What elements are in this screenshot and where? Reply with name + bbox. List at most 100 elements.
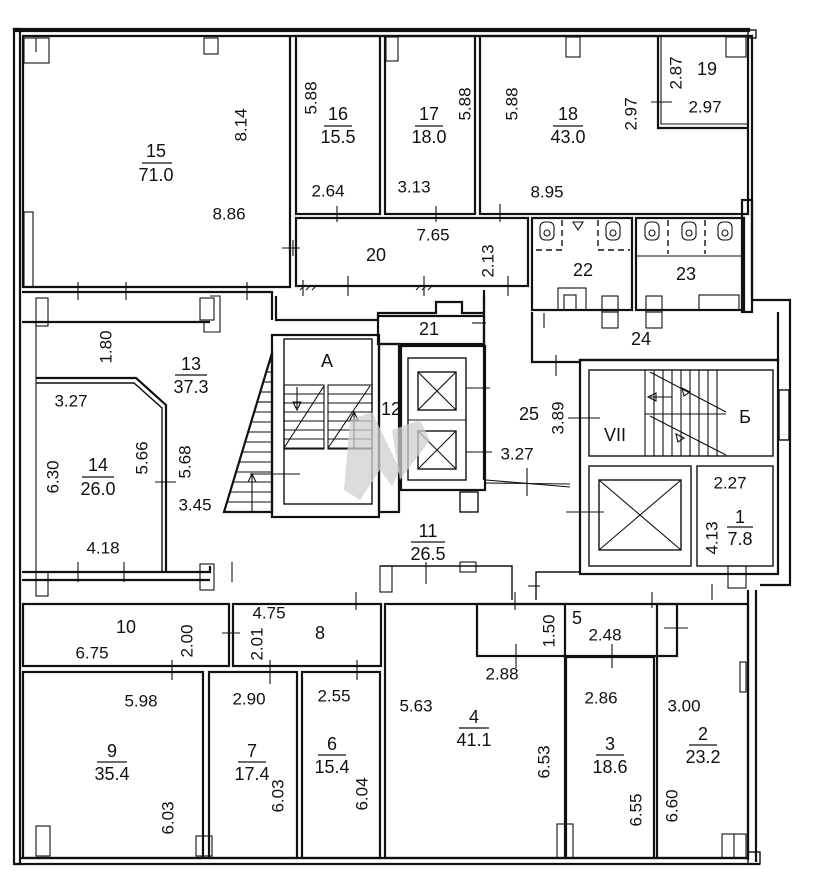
dimension-label: 7.65 bbox=[416, 225, 449, 244]
stair-b-walls bbox=[568, 358, 780, 576]
dimension-label: 2.27 bbox=[713, 473, 746, 492]
dimension-label: 2.86 bbox=[584, 688, 617, 707]
room-number: 22 bbox=[573, 260, 593, 280]
dimension-label: 2.90 bbox=[232, 689, 265, 708]
room-number: 12 bbox=[381, 399, 401, 419]
room-area: 35.4 bbox=[94, 764, 129, 784]
room-area: 43.0 bbox=[550, 127, 585, 147]
restroom-walls bbox=[530, 198, 754, 329]
room-19-walls bbox=[651, 36, 748, 130]
room-number: 8 bbox=[315, 623, 325, 643]
room-1-walls bbox=[696, 465, 774, 600]
dimension-label: 3.13 bbox=[397, 177, 430, 196]
dimension-label: 2.13 bbox=[478, 244, 497, 277]
dimension-label: 3.00 bbox=[667, 696, 700, 715]
room-number: 25 bbox=[519, 404, 539, 424]
room-number: 20 bbox=[366, 245, 386, 265]
room-9-walls bbox=[21, 670, 213, 860]
dimension-label: 6.03 bbox=[158, 801, 177, 834]
room-15-walls bbox=[21, 37, 300, 289]
dimension-label: 6.04 bbox=[352, 777, 371, 810]
room-number: 10 bbox=[116, 617, 136, 637]
dimension-label: 2.97 bbox=[621, 97, 640, 130]
room-number: 18 bbox=[558, 104, 578, 124]
room-number: 5 bbox=[572, 608, 582, 628]
stair-label: Б bbox=[739, 407, 751, 427]
room-20-walls bbox=[294, 216, 530, 296]
dimension-label: 5.88 bbox=[301, 81, 320, 114]
room-area: 15.5 bbox=[320, 127, 355, 147]
dimension-label: 4.13 bbox=[702, 521, 721, 554]
stair-label: A bbox=[321, 351, 333, 371]
dimension-label: 6.55 bbox=[626, 793, 645, 826]
dimension-label: 2.01 bbox=[247, 627, 266, 660]
room-number: 21 bbox=[419, 319, 439, 339]
room-area: 15.4 bbox=[314, 757, 349, 777]
room-number: 14 bbox=[88, 455, 108, 475]
dimension-label: 6.53 bbox=[534, 745, 553, 778]
room-17-walls bbox=[383, 34, 477, 222]
dimension-label: 2.97 bbox=[688, 97, 721, 116]
dimension-label: 6.75 bbox=[75, 643, 108, 662]
dimension-label: 5.88 bbox=[502, 87, 521, 120]
room-number: 16 bbox=[328, 104, 348, 124]
dimension-label: 8.95 bbox=[530, 182, 563, 201]
room-number: 11 bbox=[419, 521, 438, 541]
room-25-walls bbox=[482, 290, 571, 496]
room-number: 7 bbox=[247, 741, 257, 761]
room-area: 26.0 bbox=[80, 479, 115, 499]
dimension-label: 5.63 bbox=[399, 696, 432, 715]
dimension-label: 2.87 bbox=[666, 56, 685, 89]
room-number: 15 bbox=[146, 141, 166, 161]
room-area: 17.4 bbox=[234, 764, 269, 784]
room-16-walls bbox=[294, 34, 382, 222]
room-area: 26.5 bbox=[410, 544, 445, 564]
stair-left-treads bbox=[222, 352, 300, 514]
dimension-label: 3.27 bbox=[54, 391, 87, 410]
room-12-walls bbox=[377, 342, 401, 514]
dimension-label: 4.18 bbox=[86, 538, 119, 557]
room-number: 4 bbox=[469, 707, 479, 727]
dimension-label: 2.64 bbox=[311, 181, 344, 200]
elevator-icon bbox=[566, 465, 692, 567]
room-2-walls bbox=[655, 602, 750, 860]
dimension-label: 2.48 bbox=[588, 625, 621, 644]
room-21-walls bbox=[274, 296, 486, 346]
dimension-label: 4.75 bbox=[252, 603, 285, 622]
dimension-label: 5.88 bbox=[455, 87, 474, 120]
room-area: 37.3 bbox=[173, 377, 208, 397]
room-area: 18.6 bbox=[592, 757, 627, 777]
room-number: 1 bbox=[735, 507, 745, 527]
room-area: 18.0 bbox=[411, 127, 446, 147]
dimension-label: 1.80 bbox=[96, 330, 115, 363]
elevator-icon bbox=[417, 371, 457, 411]
dimension-label: 5.68 bbox=[175, 445, 194, 478]
room-area: 7.8 bbox=[727, 529, 752, 549]
dimension-label: 6.03 bbox=[268, 779, 287, 812]
room-number: 23 bbox=[676, 264, 696, 284]
dimension-label: 6.60 bbox=[662, 789, 681, 822]
room-13-walls bbox=[22, 282, 274, 333]
room-area: 23.2 bbox=[685, 747, 720, 767]
room-24-walls bbox=[530, 312, 780, 376]
dimension-label: 1.50 bbox=[539, 614, 558, 647]
dimension-label: 8.86 bbox=[212, 204, 245, 223]
room-number: 9 bbox=[107, 741, 117, 761]
room-number: 6 bbox=[327, 734, 337, 754]
room-area: 41.1 bbox=[456, 730, 491, 750]
dimension-label: 2.00 bbox=[177, 624, 196, 657]
room-7-walls bbox=[207, 670, 299, 860]
room-number: 24 bbox=[631, 329, 651, 349]
room-area: 71.0 bbox=[138, 165, 173, 185]
dimension-label: 8.14 bbox=[231, 108, 250, 141]
room-11-walls bbox=[22, 561, 580, 610]
room-number: 2 bbox=[698, 724, 708, 744]
dimension-label: 2.88 bbox=[485, 664, 518, 683]
room-number: 17 bbox=[419, 104, 439, 124]
toilet-icon bbox=[539, 221, 733, 241]
room-number: 19 bbox=[697, 59, 717, 79]
dimension-label: 6.30 bbox=[43, 460, 62, 493]
dimension-label: 5.98 bbox=[124, 691, 157, 710]
watermark-logo bbox=[344, 412, 430, 500]
